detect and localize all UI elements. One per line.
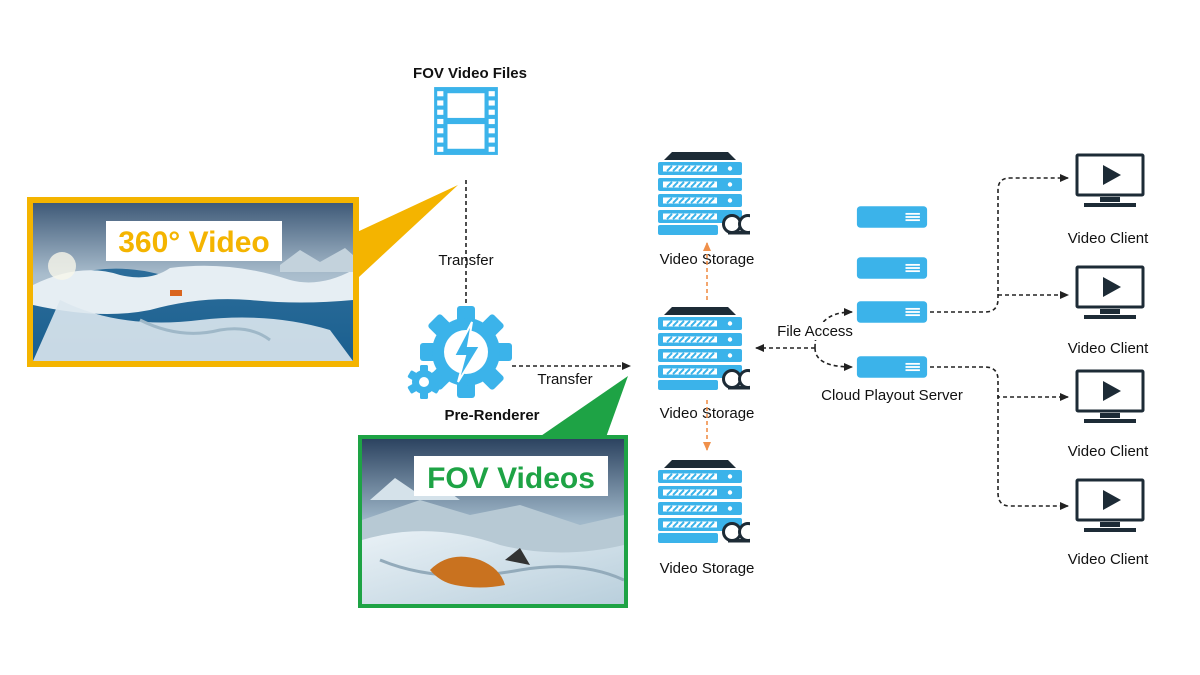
server-unit-icon — [856, 356, 928, 378]
video-client-2: Video Client — [1068, 265, 1149, 357]
transfer-label-horizontal: Transfer — [537, 371, 592, 388]
monitor-play-icon — [1075, 153, 1145, 209]
arrow-file-access-to-server-4 — [814, 347, 853, 371]
video-storage-top: Video Storage — [656, 150, 755, 268]
monitor-play-icon — [1075, 478, 1145, 534]
cloud-playout-server: Cloud Playout Server — [821, 206, 963, 404]
video-client-4: Video Client — [1068, 478, 1149, 568]
server-stack-icon — [656, 458, 750, 545]
monitor-play-icon — [1075, 265, 1145, 321]
video-client-2-label: Video Client — [1068, 340, 1149, 357]
video-client-1: Video Client — [1068, 153, 1149, 247]
server-unit-icon — [856, 257, 928, 279]
callout-fov-videos: FOV Videos — [358, 376, 628, 608]
gear-lightning-icon — [407, 306, 512, 399]
video-client-3: Video Client — [1068, 369, 1149, 460]
monitor-play-icon — [1075, 369, 1145, 425]
callout-360-pointer — [340, 185, 458, 290]
video-storage-middle-label: Video Storage — [660, 405, 755, 422]
video-storage-bottom: Video Storage — [656, 458, 755, 577]
callout-fov-label: FOV Videos — [427, 462, 595, 495]
arrow-server-to-client-4 — [997, 395, 1069, 510]
fov-video-files-label: FOV Video Files — [413, 65, 527, 82]
callout-360-video: 360° Video — [27, 185, 458, 367]
callout-fov-pointer — [535, 376, 628, 440]
transfer-label-vertical: Transfer — [438, 252, 493, 269]
film-strip-icon — [434, 87, 498, 155]
video-client-4-label: Video Client — [1068, 551, 1149, 568]
file-access-label: File Access — [777, 323, 853, 340]
server-stack-icon — [656, 305, 750, 392]
server-unit-icon — [856, 301, 928, 323]
server-unit-icon — [856, 206, 928, 228]
callout-fov-label-bg — [414, 456, 608, 496]
arrow-server-to-client-3 — [930, 366, 1069, 401]
video-storage-middle: Video Storage — [656, 305, 755, 422]
arrow-file-access-to-server-3 — [814, 308, 853, 349]
video-client-3-label: Video Client — [1068, 443, 1149, 460]
callout-360-label: 360° Video — [118, 226, 270, 259]
server-stack-icon — [656, 150, 750, 237]
arrow-server-to-client-1 — [930, 174, 1069, 313]
pre-renderer-label: Pre-Renderer — [444, 407, 539, 424]
callout-360-label-bg — [106, 221, 282, 261]
cloud-playout-server-label: Cloud Playout Server — [821, 387, 963, 404]
video-storage-bottom-label: Video Storage — [660, 560, 755, 577]
video-storage-top-label: Video Storage — [660, 251, 755, 268]
video-client-1-label: Video Client — [1068, 230, 1149, 247]
